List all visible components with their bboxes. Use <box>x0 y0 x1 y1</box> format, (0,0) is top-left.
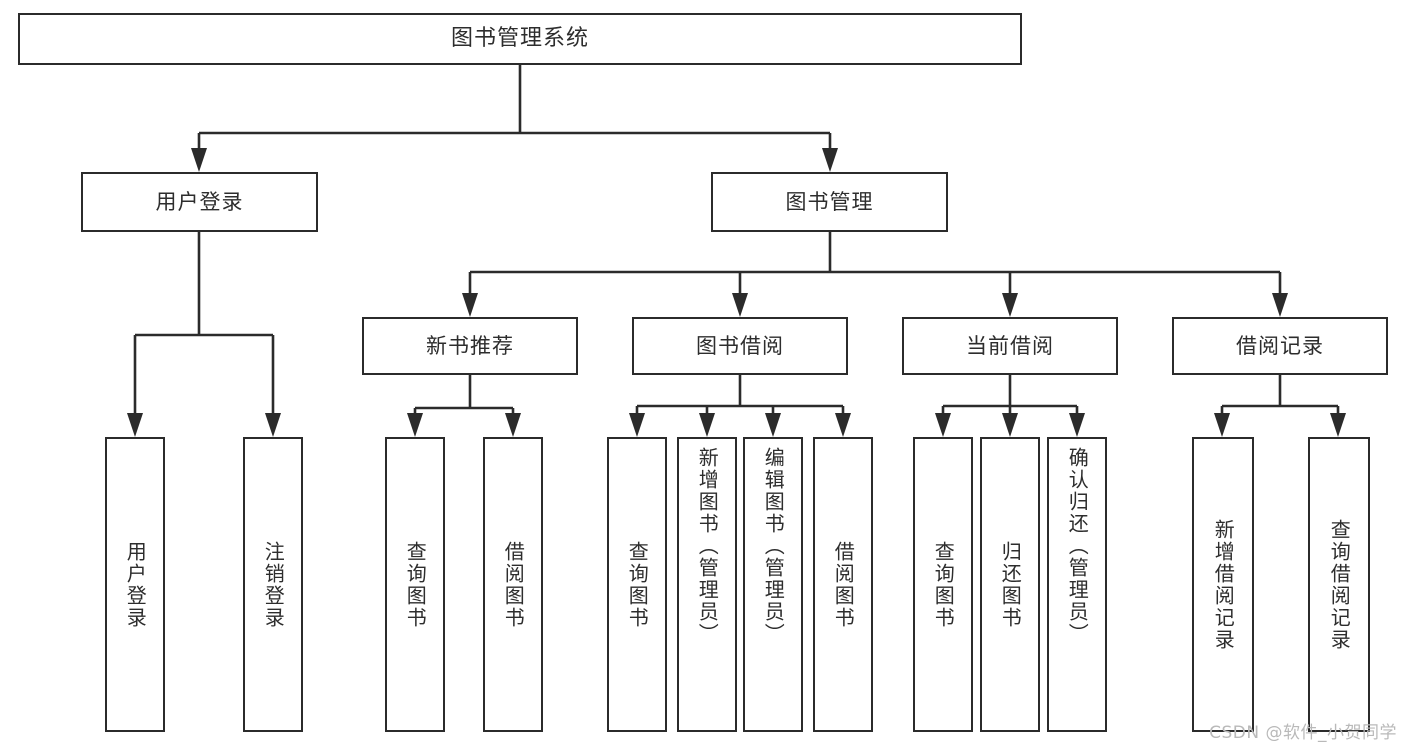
node-leaf-user-login[interactable]: 用户登录 <box>105 437 165 732</box>
arrow-user-login <box>191 148 207 172</box>
arrow-book-manage <box>822 148 838 172</box>
arrow-bb-leaf1 <box>629 413 645 437</box>
node-leaf-query-book-3[interactable]: 查询图书 <box>913 437 973 732</box>
arrow-cb-leaf1 <box>935 413 951 437</box>
node-label: 图书管理系统 <box>450 26 589 52</box>
node-label: 归还图书 <box>998 540 1023 629</box>
node-label: 查询图书 <box>625 540 650 629</box>
node-label: 当前借阅 <box>966 333 1054 358</box>
node-label: 新书推荐 <box>426 333 514 358</box>
arrow-cb-leaf3 <box>1069 413 1085 437</box>
node-label: 确认归还（管理员） <box>1065 447 1090 645</box>
node-leaf-add-book[interactable]: 新增图书（管理员） <box>677 437 737 732</box>
node-borrow-record[interactable]: 借阅记录 <box>1172 317 1388 375</box>
node-current-borrow[interactable]: 当前借阅 <box>902 317 1118 375</box>
arrow-leaf-logout <box>265 413 281 437</box>
node-leaf-edit-book[interactable]: 编辑图书（管理员） <box>743 437 803 732</box>
csdn-watermark: CSDN @软件_小贺同学 <box>1209 723 1397 743</box>
node-new-book-recommend[interactable]: 新书推荐 <box>362 317 578 375</box>
node-leaf-return-book[interactable]: 归还图书 <box>980 437 1040 732</box>
node-label: 查询图书 <box>931 540 956 629</box>
arrow-bb-leaf3 <box>765 413 781 437</box>
node-label: 借阅记录 <box>1236 333 1324 358</box>
node-book-management[interactable]: 图书管理 <box>711 172 948 232</box>
node-root-book-management-system[interactable]: 图书管理系统 <box>18 13 1022 65</box>
node-label: 新增图书（管理员） <box>695 447 720 645</box>
arrow-bb-leaf2 <box>699 413 715 437</box>
node-label: 编辑图书（管理员） <box>761 447 786 645</box>
node-leaf-borrow-book-1[interactable]: 借阅图书 <box>483 437 543 732</box>
node-label: 注销登录 <box>261 540 286 629</box>
node-label: 借阅图书 <box>501 540 526 629</box>
node-book-borrow[interactable]: 图书借阅 <box>632 317 848 375</box>
arrow-cb-leaf2 <box>1002 413 1018 437</box>
node-label: 用户登录 <box>123 540 148 629</box>
node-user-login[interactable]: 用户登录 <box>81 172 318 232</box>
arrow-br-leaf2 <box>1330 413 1346 437</box>
arrow-leaf-user-login <box>127 413 143 437</box>
arrow-borrow-record <box>1272 293 1288 317</box>
arrow-bb-leaf4 <box>835 413 851 437</box>
node-label: 图书借阅 <box>696 333 784 358</box>
node-label: 图书管理 <box>785 189 874 214</box>
node-leaf-query-book-2[interactable]: 查询图书 <box>607 437 667 732</box>
node-leaf-logout-login[interactable]: 注销登录 <box>243 437 303 732</box>
arrow-nb-leaf2 <box>505 413 521 437</box>
node-label: 借阅图书 <box>831 540 856 629</box>
node-label: 查询图书 <box>403 540 428 629</box>
node-leaf-borrow-book-2[interactable]: 借阅图书 <box>813 437 873 732</box>
arrow-new-book-recommend <box>462 293 478 317</box>
arrow-br-leaf1 <box>1214 413 1230 437</box>
arrow-nb-leaf1 <box>407 413 423 437</box>
arrow-current-borrow <box>1002 293 1018 317</box>
node-leaf-query-book-1[interactable]: 查询图书 <box>385 437 445 732</box>
node-leaf-add-borrow-record[interactable]: 新增借阅记录 <box>1192 437 1254 732</box>
node-label: 新增借阅记录 <box>1211 518 1236 651</box>
node-leaf-confirm-return[interactable]: 确认归还（管理员） <box>1047 437 1107 732</box>
node-label: 用户登录 <box>155 189 244 214</box>
node-label: 查询借阅记录 <box>1327 518 1352 651</box>
arrow-book-borrow <box>732 293 748 317</box>
node-leaf-query-borrow-record[interactable]: 查询借阅记录 <box>1308 437 1370 732</box>
